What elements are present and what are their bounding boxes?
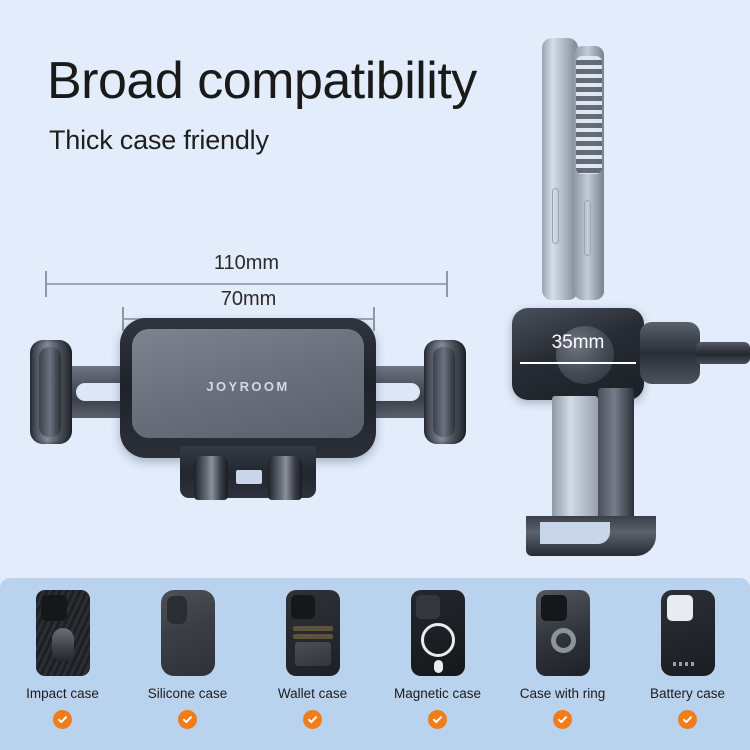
case-item: Battery case — [625, 578, 750, 729]
case-label: Impact case — [26, 686, 99, 701]
check-icon — [53, 710, 72, 729]
case-item: Silicone case — [125, 578, 250, 729]
dimension-tick-left-outer — [45, 271, 47, 297]
camera-module-side — [576, 56, 602, 174]
brand-logo: JOYROOM — [206, 379, 290, 394]
mount-stem-front — [552, 396, 598, 526]
cradle-notch — [236, 470, 262, 484]
case-item: Wallet case — [250, 578, 375, 729]
cradle-hook-left — [194, 456, 228, 500]
clamp-disc — [556, 326, 614, 384]
case-label: Silicone case — [147, 686, 228, 701]
dimension-tick-left-inner — [122, 307, 124, 331]
dimension-line-outer-width — [45, 283, 448, 285]
phone-edge-front — [542, 38, 578, 300]
side-grip-pad-right — [424, 340, 466, 444]
case-item: Case with ring — [500, 578, 625, 729]
case-item: Magnetic case — [375, 578, 500, 729]
phone-side-button-volume — [552, 188, 559, 244]
dimension-line-thickness — [520, 362, 636, 364]
check-icon — [178, 710, 197, 729]
case-label: Battery case — [649, 686, 726, 701]
knob-grip-rings — [646, 330, 694, 376]
side-grip-pad-left — [30, 340, 72, 444]
silicone-case-icon — [160, 590, 215, 676]
case-label: Case with ring — [519, 686, 606, 701]
page-title: Broad compatibility — [47, 52, 477, 110]
check-icon — [678, 710, 697, 729]
page-subtitle: Thick case friendly — [49, 125, 269, 155]
ring-case-icon — [535, 590, 590, 676]
compatible-cases-strip: Impact case Silicone case Wallet case — [0, 578, 750, 750]
mount-extension-rod — [696, 342, 750, 364]
check-icon — [428, 710, 447, 729]
mount-bottom-cradle — [180, 446, 316, 500]
battery-case-icon — [660, 590, 715, 676]
case-label: Magnetic case — [393, 686, 482, 701]
case-label: Wallet case — [277, 686, 348, 701]
arm-slot-right — [364, 383, 420, 401]
mount-stem-back — [598, 388, 634, 538]
mount-backplate-face: JOYROOM — [132, 329, 364, 438]
check-icon — [303, 710, 322, 729]
phone-side-button-power — [584, 200, 591, 256]
dimension-label-thickness: 35mm — [551, 332, 605, 353]
case-item: Impact case — [0, 578, 125, 729]
arm-slot-left — [76, 383, 132, 401]
mount-clamp-side: 35mm — [512, 308, 644, 400]
ball-joint-knob — [640, 322, 700, 384]
mount-backplate: JOYROOM — [120, 318, 376, 458]
dimension-label-outer-width: 110mm — [213, 252, 280, 274]
dimension-tick-right-outer — [446, 271, 448, 297]
cradle-hook-right — [268, 456, 302, 500]
wallet-case-icon — [285, 590, 340, 676]
impact-case-icon — [35, 590, 90, 676]
mount-foot-inner-cutout — [540, 522, 610, 544]
dimension-tick-right-inner — [373, 307, 375, 331]
check-icon — [553, 710, 572, 729]
magnetic-case-icon — [410, 590, 465, 676]
phone-mount-side-view: 35mm — [500, 30, 750, 560]
phone-mount-front-view: JOYROOM — [28, 318, 468, 518]
dimension-label-inner-width: 70mm — [220, 288, 277, 310]
